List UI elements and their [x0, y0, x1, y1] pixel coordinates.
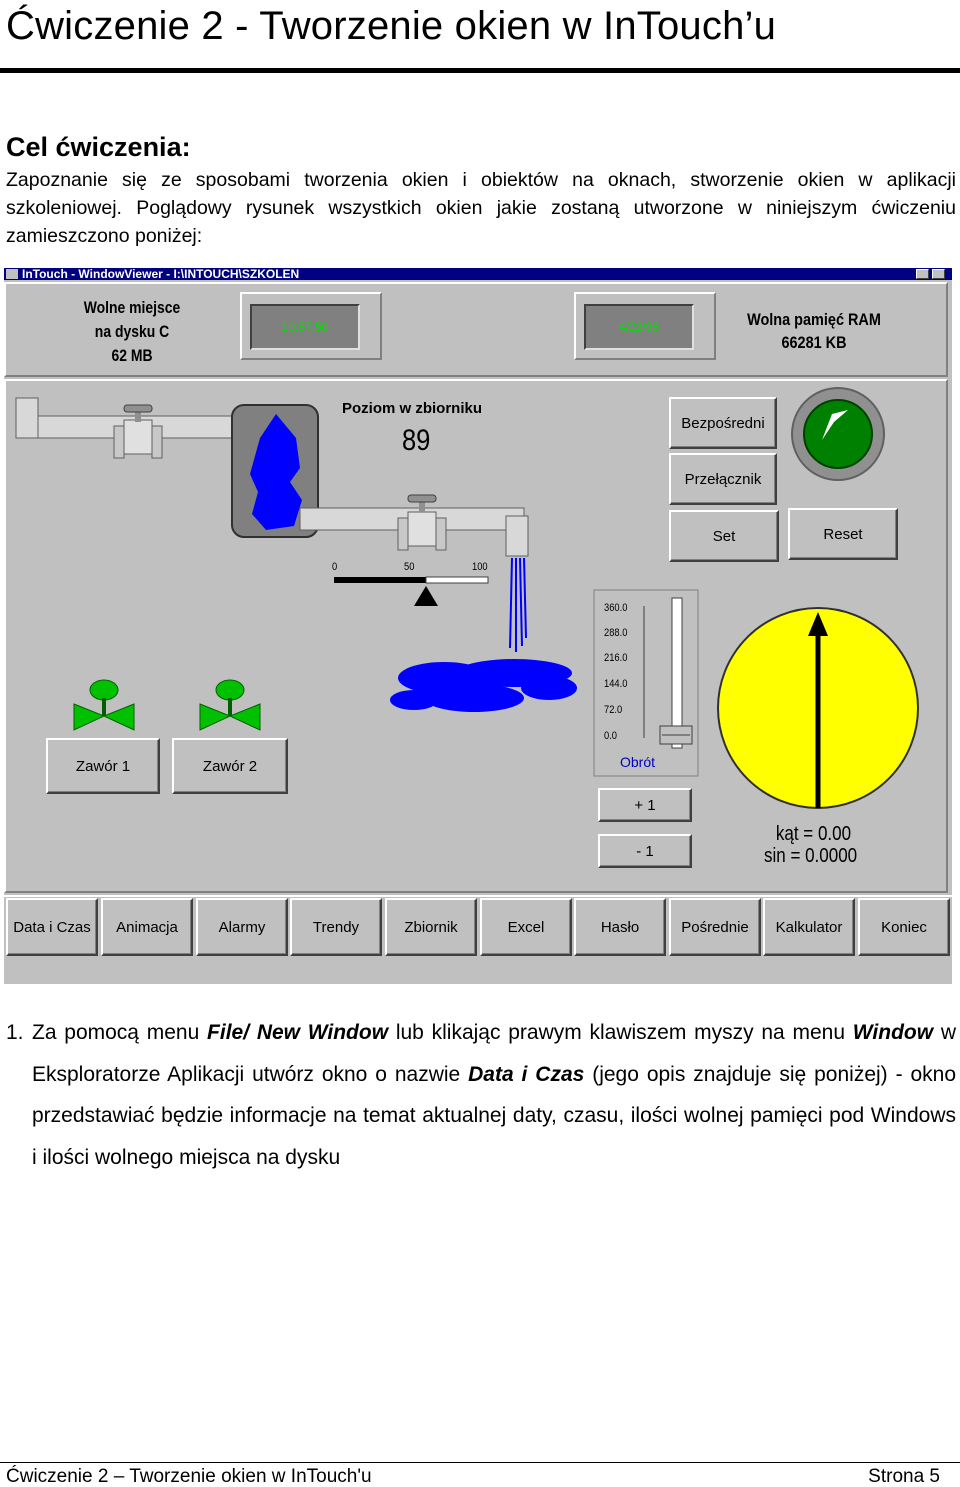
- disk-free-value: 62 MB: [111, 346, 153, 365]
- rotation-scale-288: 288.0: [604, 627, 628, 639]
- nav-exit-button[interactable]: Koniec: [858, 898, 950, 956]
- tank-level-title: Poziom w zbiorniku: [342, 400, 483, 417]
- direct-button[interactable]: Bezpośredni: [669, 397, 777, 449]
- switch-button[interactable]: Przełącznik: [669, 453, 777, 505]
- intouch-screenshot: InTouch - WindowViewer - I:\INTOUCH\SZKO…: [4, 268, 952, 984]
- nav-date-time-button[interactable]: Data i Czas: [6, 898, 98, 956]
- section-heading: Cel ćwiczenia:: [6, 132, 191, 162]
- step-text-2: lub klikając prawym klawiszem myszy na m…: [388, 1021, 853, 1044]
- process-panel: [4, 379, 948, 893]
- ram-free-label: Wolna pamięć RAM 66281 KB: [746, 308, 882, 354]
- rotation-scale-72: 72.0: [604, 704, 623, 716]
- minimize-icon[interactable]: [916, 269, 929, 279]
- level-scale-50: 50: [404, 561, 415, 573]
- rotation-scale-0: 0.0: [604, 730, 618, 742]
- time-display: 10:57:50: [250, 304, 360, 350]
- nav-calculator-button[interactable]: Kalkulator: [763, 898, 855, 956]
- nav-indirect-button[interactable]: Pośrednie: [669, 898, 761, 956]
- page-number: Strona 5: [868, 1466, 940, 1487]
- nav-tank-button[interactable]: Zbiornik: [385, 898, 477, 956]
- date-display: 4/22/98: [584, 304, 694, 350]
- navigation-bar: [4, 895, 952, 961]
- nav-trends-button[interactable]: Trendy: [290, 898, 382, 956]
- nav-animation-button[interactable]: Animacja: [101, 898, 193, 956]
- intro-paragraph: Zapoznanie się ze sposobami tworzenia ok…: [6, 169, 956, 247]
- time-display-frame: 10:57:50: [240, 292, 382, 360]
- minus-one-button[interactable]: - 1: [598, 834, 692, 868]
- plus-one-button[interactable]: + 1: [598, 788, 692, 822]
- rotation-scale-144: 144.0: [604, 678, 628, 690]
- nav-password-button[interactable]: Hasło: [574, 898, 666, 956]
- window-title-bar: InTouch - WindowViewer - I:\INTOUCH\SZKO…: [4, 268, 952, 280]
- disk-label-line2: na dysku C: [94, 322, 170, 341]
- menu-path: File/ New Window: [207, 1021, 389, 1044]
- step-1-paragraph: 1. Za pomocą menu File/ New Window lub k…: [6, 1012, 956, 1178]
- set-button[interactable]: Set: [669, 510, 779, 562]
- footer-divider: [0, 1462, 960, 1463]
- ram-free-value: 66281 KB: [781, 333, 847, 352]
- nav-excel-button[interactable]: Excel: [480, 898, 572, 956]
- step-text-1: Za pomocą menu: [32, 1021, 208, 1044]
- tank-level-value: 89: [402, 424, 431, 457]
- window-title: InTouch - WindowViewer - I:\INTOUCH\SZKO…: [22, 268, 300, 280]
- rotation-label: Obrót: [620, 754, 656, 770]
- level-scale-0: 0: [332, 561, 338, 573]
- valve-2-button[interactable]: Zawór 2: [172, 738, 288, 794]
- window-name-term: Data i Czas: [468, 1062, 585, 1086]
- step-number: 1.: [6, 1021, 24, 1044]
- status-panel: [4, 282, 948, 377]
- step-text-4: (jego opis znajduje się poniżej) - okno …: [32, 1062, 956, 1169]
- level-scale-100: 100: [472, 561, 488, 573]
- angle-readout: kąt = 0.00 sin = 0.0000: [764, 823, 857, 867]
- date-display-frame: 4/22/98: [574, 292, 716, 360]
- sin-value: sin = 0.0000: [764, 845, 858, 867]
- maximize-icon[interactable]: [932, 269, 945, 279]
- angle-value: kąt = 0.00: [775, 823, 852, 845]
- rotation-scale-360: 360.0: [604, 602, 628, 614]
- nav-alarms-button[interactable]: Alarmy: [196, 898, 288, 956]
- disk-label-line1: Wolne miejsce: [83, 298, 181, 317]
- reset-button[interactable]: Reset: [788, 508, 898, 560]
- system-menu-icon[interactable]: [6, 269, 18, 279]
- rotation-scale-216: 216.0: [604, 652, 628, 664]
- window-menu-term: Window: [852, 1021, 934, 1044]
- ram-label-line1: Wolna pamięć RAM: [747, 310, 881, 329]
- disk-free-label: Wolne miejsce na dysku C 62 MB: [75, 296, 190, 368]
- footer-title: Ćwiczenie 2 – Tworzenie okien w InTouch'…: [6, 1466, 372, 1487]
- title-divider: [0, 68, 960, 73]
- page-title: Ćwiczenie 2 - Tworzenie okien w InTouch’…: [6, 4, 777, 48]
- valve-1-button[interactable]: Zawór 1: [46, 738, 160, 794]
- step-text-3: w Eksploratorze Aplikacji utwórz okno o …: [32, 1021, 957, 1086]
